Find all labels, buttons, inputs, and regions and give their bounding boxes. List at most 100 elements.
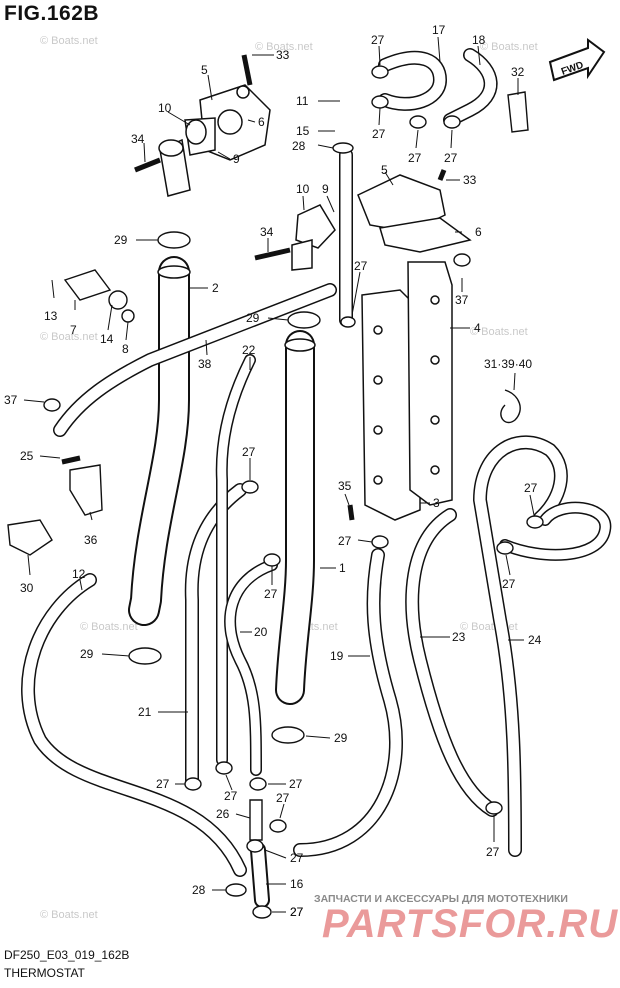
callout-24: 24 xyxy=(528,633,542,647)
callout-23: 23 xyxy=(452,630,466,644)
callout-27: 27 xyxy=(408,151,422,165)
callout-12: 12 xyxy=(72,567,86,581)
thermostat-housing-lower xyxy=(291,174,472,271)
callout-33: 33 xyxy=(276,48,290,62)
small-parts xyxy=(7,54,529,841)
watermark: © Boats.net xyxy=(480,41,538,53)
callout-4: 4 xyxy=(474,321,481,335)
callout-35: 35 xyxy=(338,479,352,493)
callout-27: 27 xyxy=(444,151,458,165)
thermostat-housing-upper xyxy=(158,84,271,197)
callout-27: 27 xyxy=(372,127,386,141)
callout-36: 36 xyxy=(84,533,98,547)
callout-11: 11 xyxy=(296,94,309,108)
hose-2 xyxy=(128,256,191,626)
callout-6: 6 xyxy=(475,225,482,239)
watermark: © Boats.net xyxy=(40,35,98,47)
watermark: © Boats.net xyxy=(255,41,313,53)
callout-29: 29 xyxy=(80,647,94,661)
callout-10: 10 xyxy=(158,101,172,115)
watermark: © Boats.net xyxy=(80,621,138,633)
hose-23 xyxy=(405,508,499,817)
callout-34: 34 xyxy=(131,132,145,146)
callout-27: 27 xyxy=(156,777,170,791)
watermark: © Boats.net xyxy=(40,909,98,921)
callout-27: 27 xyxy=(371,33,385,47)
callout-27: 27 xyxy=(290,851,304,865)
callout-2: 2 xyxy=(212,281,219,295)
hoses xyxy=(21,48,612,908)
hose-38 xyxy=(53,283,337,437)
hose-clamps xyxy=(43,65,544,919)
callout-19: 19 xyxy=(330,649,344,663)
callout-8: 8 xyxy=(122,342,129,356)
callout-25: 25 xyxy=(20,449,34,463)
hose-loop-right xyxy=(499,501,612,561)
hose-22 xyxy=(215,354,256,766)
figure-title: FIG.162B xyxy=(4,2,100,25)
hose-17 xyxy=(378,50,447,111)
callout-27: 27 xyxy=(486,845,500,859)
hose-16 xyxy=(250,842,270,908)
callout-3: 3 xyxy=(433,496,440,510)
hose-24 xyxy=(473,435,568,857)
callout-27: 27 xyxy=(289,777,303,791)
callout-28: 28 xyxy=(292,139,306,153)
callout-5: 5 xyxy=(381,163,388,177)
hose-1 xyxy=(275,330,316,705)
model-code: DF250_E03_019_162B xyxy=(4,948,130,962)
callout-27: 27 xyxy=(524,481,538,495)
callout-10: 10 xyxy=(296,182,310,196)
hose-18 xyxy=(443,48,498,127)
watermark: © Boats.net xyxy=(40,331,98,343)
callout-7: 7 xyxy=(70,323,77,337)
callout-29: 29 xyxy=(114,233,128,247)
callout-20: 20 xyxy=(254,625,268,639)
callout-28: 28 xyxy=(192,883,206,897)
callout-21: 21 xyxy=(138,705,152,719)
callout-33: 33 xyxy=(463,173,477,187)
callout-37: 37 xyxy=(455,293,469,307)
callout-31-39-40: 31·39·40 xyxy=(484,357,532,371)
callout-27: 27 xyxy=(354,259,368,273)
callout-27: 27 xyxy=(224,789,238,803)
leader-lines xyxy=(23,36,535,913)
callout-29: 29 xyxy=(334,731,348,745)
callout-27: 27 xyxy=(242,445,256,459)
callout-18: 18 xyxy=(472,33,486,47)
callout-9: 9 xyxy=(233,152,240,166)
callout-15: 15 xyxy=(296,124,310,138)
watermark: © Boats.net xyxy=(470,326,528,338)
callout-27: 27 xyxy=(276,791,290,805)
callout-1: 1 xyxy=(339,561,346,575)
callout-27: 27 xyxy=(338,534,352,548)
callout-38: 38 xyxy=(198,357,212,371)
section-name: THERMOSTAT xyxy=(4,966,85,980)
hose-12 xyxy=(21,573,247,877)
callout-30: 30 xyxy=(20,581,34,595)
callouts: 33 5 10 6 34 9 27 17 18 32 11 27 15 28 2… xyxy=(4,23,542,919)
hose-19 xyxy=(293,548,403,857)
cover-plate xyxy=(361,261,453,521)
hose-20 xyxy=(224,559,278,776)
callout-9: 9 xyxy=(322,182,329,196)
callout-14: 14 xyxy=(100,332,114,346)
callout-5: 5 xyxy=(201,63,208,77)
callout-27: 27 xyxy=(502,577,516,591)
callout-34: 34 xyxy=(260,225,274,239)
callout-16: 16 xyxy=(290,877,304,891)
callout-13: 13 xyxy=(44,309,58,323)
callout-26: 26 xyxy=(216,807,230,821)
callout-6: 6 xyxy=(258,115,265,129)
brand-logo: PARTSFOR.RU xyxy=(322,902,619,946)
callout-27: 27 xyxy=(290,905,304,919)
callout-37: 37 xyxy=(4,393,18,407)
callout-22: 22 xyxy=(242,343,256,357)
callout-29: 29 xyxy=(246,311,260,325)
promo-tagline: ЗАПЧАСТИ И АКСЕССУАРЫ ДЛЯ МОТОТЕХНИКИ xyxy=(314,893,568,905)
callout-17: 17 xyxy=(432,23,446,37)
fwd-arrow-icon: FWD xyxy=(548,38,606,82)
callout-27: 27 xyxy=(264,587,278,601)
callout-32: 32 xyxy=(511,65,525,79)
